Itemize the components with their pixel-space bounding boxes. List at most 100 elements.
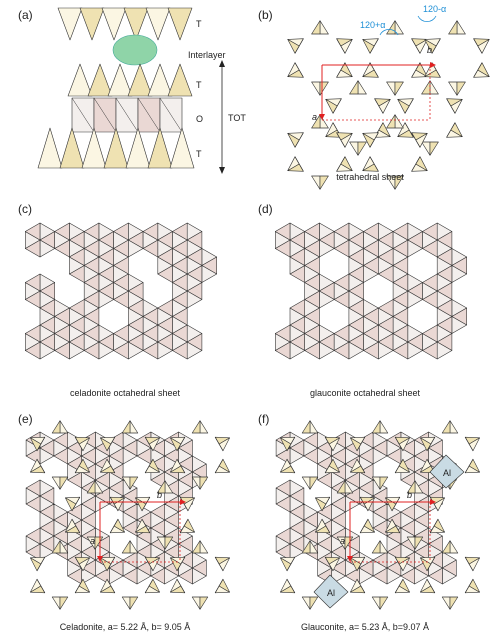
tetrahedral-ring-tetra-face <box>374 98 384 114</box>
celadonite-octa-face <box>39 299 56 317</box>
middle-tetrahedron <box>147 63 173 97</box>
overlay-ring-tetra-face <box>51 420 61 434</box>
glauconite-octa-face <box>392 273 409 292</box>
overlay-ring-tetra-face <box>121 540 131 554</box>
tetrahedral-ring-tetra-face <box>386 114 396 129</box>
layer-octa-face <box>164 527 179 545</box>
layer-octa-face <box>178 455 193 473</box>
layer-octa-face <box>275 527 291 545</box>
overlay-ring-tetra-face <box>426 578 436 594</box>
al-label-bottom: Al <box>327 588 335 598</box>
overlay-ring-tetra-face <box>51 596 61 610</box>
lower-tetrahedron <box>169 127 195 169</box>
layer-label-t-top: T <box>196 19 202 29</box>
overlay-ring-tetra-face <box>106 436 116 452</box>
layer-octa-face <box>25 479 41 497</box>
overlay-ring-tetra-face <box>324 556 334 572</box>
tetrahedral-ring-tetra-face <box>411 132 421 148</box>
overlay-ring-tetra-face <box>36 578 46 594</box>
overlay-ring-tetra-face <box>121 596 131 610</box>
upper-tetrahedron <box>101 7 127 41</box>
tetrahedral-ring-tetra-face <box>311 20 321 35</box>
layer-octa-face <box>25 527 41 545</box>
tetrahedral-ring-tetra-face <box>429 80 439 95</box>
overlay-ring-tetra-face <box>301 420 311 434</box>
tetrahedral-ring-tetra-face <box>446 98 456 114</box>
overlay-ring-tetra-face <box>109 496 119 512</box>
panel-d-label: (d) <box>258 202 273 216</box>
overlay-ring-tetra-face <box>59 420 69 434</box>
celadonite-octa-face <box>157 299 173 317</box>
overlay-ring-tetra-face <box>464 436 474 452</box>
tetrahedral-ring-tetra-face <box>294 38 304 54</box>
middle-tetrahedron <box>167 63 193 97</box>
layer-octa-face <box>53 527 68 545</box>
overlay-ring-tetra-face <box>129 540 139 554</box>
overlay-ring-tetra-face <box>109 518 119 534</box>
overlay-ring-tetra-face <box>371 540 381 554</box>
overlay-ring-tetra-face <box>286 458 296 474</box>
panel-b-caption: tetrahedral sheet <box>336 172 404 182</box>
glauconite-octa-face <box>348 299 364 317</box>
tetrahedral-ring-tetra-face <box>429 141 439 156</box>
layer-octa-face <box>303 431 318 449</box>
angle-arc-plus <box>379 29 399 36</box>
overlay-ring-tetra-face <box>356 458 366 474</box>
glauconite-octa-face <box>333 324 350 343</box>
axis-a-arrowhead <box>319 114 325 120</box>
tetrahedral-ring-tetra-face <box>448 81 458 96</box>
celadonite-octa-face <box>157 248 173 266</box>
tetrahedral-ring-tetra-face <box>456 81 466 96</box>
overlay-ring-tetra-face <box>129 420 139 434</box>
overlay-ring-tetra-face <box>391 496 401 512</box>
layer-octa-face <box>122 551 138 569</box>
overlay-ring-tetra-face <box>59 596 69 610</box>
upper-tetrahedron <box>123 7 149 41</box>
overlay-ring-tetra-face <box>356 436 366 452</box>
overlay-ring-tetra-face <box>199 540 209 554</box>
glauconite-octa-face <box>363 222 379 241</box>
overlay-ring-tetra-face <box>356 556 366 572</box>
celadonite-octa-face <box>113 273 129 292</box>
overlay-ring-tetra-face <box>59 476 69 490</box>
tetrahedral-ring-tetra-face <box>336 62 346 78</box>
tetrahedral-ring-tetra-face <box>386 81 396 96</box>
layer-octa-face <box>428 551 443 569</box>
overlay-ring-tetra-face <box>321 518 331 534</box>
celadonite-octa-face <box>83 222 100 241</box>
tot-label: TOT <box>228 113 246 123</box>
glauconite-octa-face <box>422 324 438 343</box>
glauconite-octa-face <box>304 324 320 343</box>
overlay-ring-tetra-face <box>191 596 201 610</box>
overlay-ring-tetra-face <box>36 436 46 452</box>
overlay-ring-tetra-face <box>199 596 209 610</box>
overlay-ring-tetra-face <box>426 556 436 572</box>
overlay-ring-tetra-face <box>441 596 451 610</box>
celadonite-layer-diagram: ba <box>25 420 230 610</box>
overlay-ring-tetra-face <box>74 436 84 452</box>
lower-tetrahedron <box>125 127 151 169</box>
tetrahedral-ring-tetra-face <box>404 122 414 138</box>
glauconite-octa-face <box>363 324 379 343</box>
layer-octa-face <box>150 503 165 521</box>
panel-d-caption: glauconite octahedral sheet <box>309 388 421 398</box>
celadonite-octa-face <box>142 222 159 241</box>
axis-b-label: b <box>407 490 412 500</box>
octahedron-edge <box>71 97 95 133</box>
tetrahedral-ring-tetra-face <box>311 81 321 96</box>
tetrahedral-ring-tetra-face <box>411 62 421 78</box>
layer-octa-face <box>39 503 55 521</box>
overlay-ring-tetra-face <box>394 458 404 474</box>
overlay-ring-tetra-face <box>309 476 319 490</box>
celadonite-octa-face <box>98 248 114 266</box>
overlay-ring-tetra-face <box>71 518 81 534</box>
overlay-ring-tetra-face <box>144 458 154 474</box>
overlay-ring-tetra-face <box>391 518 401 534</box>
panel-e-label: (e) <box>18 412 33 426</box>
middle-tetrahedron <box>107 63 133 97</box>
overlay-ring-tetra-face <box>286 436 296 452</box>
tetrahedral-ring-tetra-face <box>386 20 396 35</box>
